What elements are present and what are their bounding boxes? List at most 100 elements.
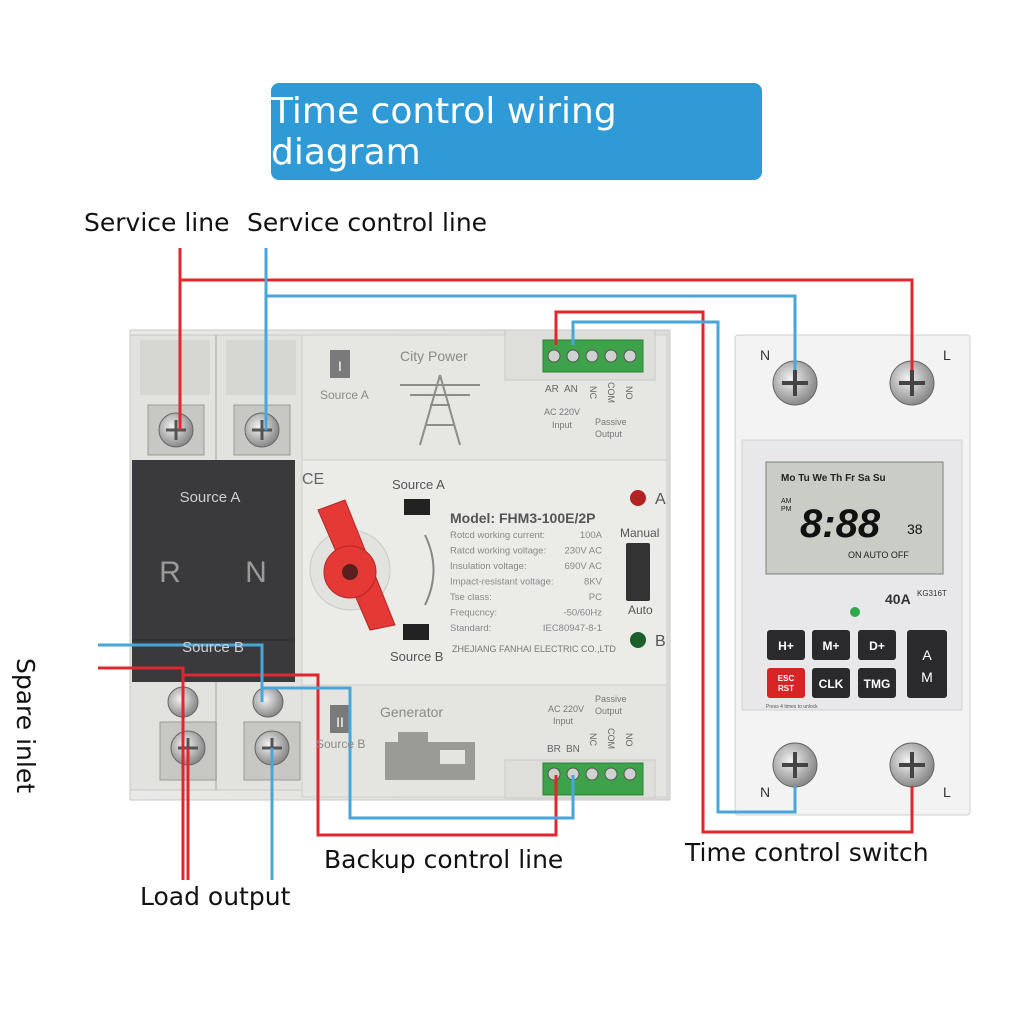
diagram-title: Time control wiring diagram	[271, 83, 762, 180]
lcd-days: Mo Tu We Th Fr Sa Su	[781, 473, 886, 484]
switch-source-b-label: Source B	[390, 649, 443, 664]
bottom-output-label-1: Passive	[595, 694, 627, 704]
terminal-nc-top: NC	[588, 386, 598, 399]
source-a-led	[630, 490, 646, 506]
spec-key: Tse class:	[450, 592, 492, 603]
load-output-label: Load output	[140, 882, 291, 911]
roman-numeral-2: II	[336, 714, 344, 730]
led-b-label: B	[655, 633, 666, 650]
bottom-input-label-1: AC 220V	[548, 704, 584, 714]
power-tower-icon	[400, 374, 480, 446]
n-phase-mark: N	[245, 556, 267, 589]
service-control-line-label: Service control line	[247, 208, 488, 237]
lcd-seconds: 38	[907, 521, 923, 537]
m-plus-button[interactable]	[812, 630, 850, 660]
top-input-label-1: AC 220V	[544, 407, 580, 417]
ce-mark: CE	[302, 471, 324, 488]
service-line-label: Service line	[84, 208, 230, 237]
spec-value: 230V AC	[565, 546, 603, 557]
terminal-no-top: NO	[624, 386, 634, 400]
terminal-ar: AR	[545, 384, 559, 395]
switch-source-a-label: Source A	[392, 477, 445, 492]
unlock-note: Press 4 times to unlock	[766, 704, 818, 710]
m-plus-button-label: M+	[822, 639, 839, 653]
spec-value: 690V AC	[565, 561, 603, 572]
bottom-input-label-2: Input	[553, 716, 574, 726]
auto-manual-button[interactable]	[907, 630, 947, 698]
tmg-button[interactable]	[858, 668, 896, 698]
maker-label: ZHEJIANG FANHAI ELECTRIC CO.,LTD	[452, 644, 616, 654]
lcd-display	[765, 461, 944, 575]
source-b-led	[630, 632, 646, 648]
timer-l-top: L	[943, 347, 951, 363]
red-wires	[98, 248, 914, 880]
h-plus-button[interactable]	[767, 630, 805, 660]
spec-value: -50/60Hz	[563, 608, 602, 619]
clk-button[interactable]	[812, 668, 850, 698]
spec-key: Rotcd working current:	[450, 530, 545, 541]
led-a-label: A	[655, 491, 666, 508]
esc-button-label: ESC	[778, 674, 795, 683]
source-b-number-badge	[330, 705, 350, 733]
lcd-am: AM	[781, 498, 792, 505]
terminal-an: AN	[564, 384, 578, 395]
terminal-com-top: COM	[606, 382, 616, 403]
city-power-label: City Power	[400, 348, 468, 364]
terminal-com-bottom: COM	[606, 728, 616, 749]
black-face-source-b: Source B	[182, 639, 244, 656]
bottom-output-label-2: Output	[595, 706, 623, 716]
terminal-br: BR	[547, 744, 561, 755]
spec-value: 100A	[580, 530, 603, 541]
spec-key: Ratcd working voltage:	[450, 546, 546, 557]
spec-value: IEC80947-8-1	[543, 623, 602, 634]
am-button-label-a: A	[922, 647, 932, 663]
timer-model: KG316T	[917, 589, 947, 598]
timer-n-bottom: N	[760, 784, 770, 800]
lcd-modes: ON AUTO OFF	[848, 550, 909, 560]
backup-control-line-label: Backup control line	[324, 845, 564, 874]
spec-value: 8KV	[584, 577, 603, 588]
manual-auto-slider[interactable]	[626, 543, 650, 601]
spec-key: Insulation voltage:	[450, 561, 527, 572]
terminal-no-bottom: NO	[624, 733, 634, 747]
spec-key: Impact-resistant voltage:	[450, 577, 554, 588]
time-control-switch-device	[734, 334, 971, 816]
source-a-small-label: Source A	[320, 388, 369, 402]
spec-list: Rotcd working current: 100A Ratcd working …	[450, 530, 603, 634]
d-plus-button-label: D+	[869, 639, 885, 653]
blue-wires	[98, 248, 797, 880]
source-b-indicator-window	[403, 624, 429, 640]
clk-button-label: CLK	[819, 677, 844, 691]
black-face-source-a: Source A	[180, 489, 241, 506]
timer-rating: 40A	[885, 591, 911, 607]
roman-numeral-1: I	[338, 358, 342, 374]
rst-button-label: RST	[778, 684, 794, 693]
rotary-selector-handle[interactable]	[309, 499, 396, 631]
r-phase-mark: R	[159, 556, 181, 589]
source-a-number-badge	[330, 350, 350, 378]
generator-icon	[385, 732, 475, 780]
model-label: Model: FHM3-100E/2P	[450, 510, 595, 526]
source-b-small-label: Source B	[316, 737, 365, 751]
power-led	[850, 607, 860, 617]
h-plus-button-label: H+	[778, 639, 794, 653]
top-output-label-2: Output	[595, 429, 623, 439]
manual-label: Manual	[620, 526, 659, 540]
source-a-indicator-window	[404, 499, 430, 515]
top-input-label-2: Input	[552, 420, 573, 430]
d-plus-button[interactable]	[858, 630, 896, 660]
top-output-label-1: Passive	[595, 417, 627, 427]
tmg-button-label: TMG	[864, 677, 891, 691]
esc-rst-button[interactable]	[767, 668, 805, 698]
terminal-bn: BN	[566, 744, 580, 755]
spec-value: PC	[589, 592, 602, 603]
generator-label: Generator	[380, 704, 443, 720]
lcd-pm: PM	[781, 506, 792, 513]
terminal-nc-bottom: NC	[588, 733, 598, 746]
ats-switch	[129, 329, 671, 801]
spec-key: Frequcncy:	[450, 608, 497, 619]
auto-label: Auto	[628, 603, 653, 617]
time-control-switch-label: Time control switch	[685, 838, 929, 867]
lcd-time: 8:88	[800, 502, 881, 546]
